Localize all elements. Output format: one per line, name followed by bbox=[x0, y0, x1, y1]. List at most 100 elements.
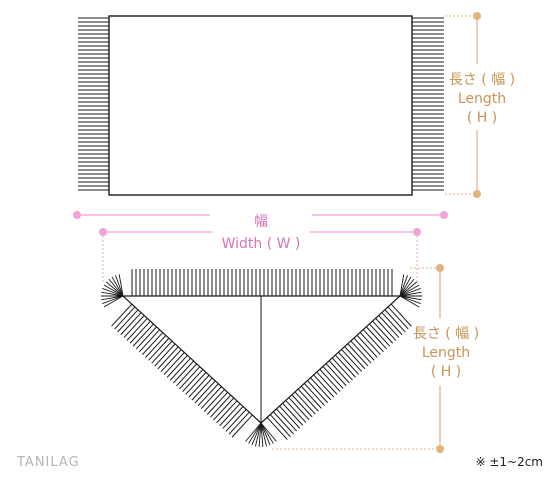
fringe-strand bbox=[225, 409, 247, 432]
fringe-strand bbox=[399, 295, 422, 301]
fringe-strand bbox=[111, 303, 133, 327]
fringe-strand bbox=[294, 391, 316, 415]
fringe-strand bbox=[163, 352, 185, 375]
fringe-strand bbox=[118, 274, 124, 297]
fringe-strand bbox=[291, 394, 313, 418]
fringe-strand bbox=[138, 329, 161, 353]
fringe-strand bbox=[188, 374, 210, 398]
fringe-strand bbox=[154, 343, 176, 367]
fringe-strand bbox=[260, 422, 264, 447]
fringe-strand bbox=[103, 295, 124, 308]
fringe-strand bbox=[399, 275, 408, 297]
fringe-strand bbox=[353, 337, 375, 361]
fringe-strand bbox=[378, 315, 400, 338]
rect-length-label-en: Length bbox=[458, 91, 506, 107]
fringe-strand bbox=[111, 276, 124, 297]
fringe-strand bbox=[120, 312, 142, 336]
fringe-strand bbox=[356, 334, 378, 358]
fringe-strand bbox=[123, 315, 145, 338]
fringe-strand bbox=[303, 383, 325, 406]
fringe-strand bbox=[251, 422, 262, 446]
fringe-strand bbox=[102, 295, 124, 304]
fringe-strand bbox=[362, 329, 384, 353]
rect-length-dimension: 長さ ( 幅 ) Length ( H ) bbox=[445, 12, 515, 198]
fringe-strand bbox=[166, 354, 188, 378]
fringe-strand bbox=[300, 385, 322, 409]
rect-length-label-h: ( H ) bbox=[467, 110, 497, 126]
width-label-en: Width ( W ) bbox=[222, 236, 301, 252]
rectangle-stole bbox=[78, 15, 444, 196]
fringe-strand bbox=[297, 388, 319, 412]
fringe-strand bbox=[331, 357, 353, 381]
rect-stole-body bbox=[108, 15, 413, 196]
fringe-strand bbox=[384, 309, 406, 333]
fringe-strand bbox=[219, 403, 241, 427]
fringe-strand bbox=[328, 360, 350, 384]
fringe-strand bbox=[319, 368, 341, 392]
fringe-strand bbox=[172, 360, 195, 384]
fringe-strand bbox=[231, 414, 253, 438]
width-label-jp: 幅 bbox=[254, 214, 268, 230]
fringe-strand bbox=[399, 284, 420, 297]
fringe-strand bbox=[381, 312, 403, 336]
tri-length-dimension: 長さ ( 幅 ) Length ( H ) bbox=[272, 264, 479, 453]
fringe-strand bbox=[399, 295, 420, 308]
fringe-strand bbox=[151, 340, 173, 364]
fringe-strand bbox=[316, 371, 338, 395]
fringe-strand bbox=[135, 326, 157, 350]
tri-fringe-left bbox=[111, 303, 253, 438]
fringe-strand bbox=[228, 411, 250, 435]
fringe-strand bbox=[260, 422, 271, 446]
fringe-strand bbox=[103, 284, 124, 297]
fringe-strand bbox=[399, 291, 422, 297]
fringe-strand bbox=[399, 288, 421, 297]
fringe-strand bbox=[260, 422, 277, 442]
tri-fringe-top bbox=[131, 269, 393, 296]
fringe-strand bbox=[255, 422, 262, 447]
fringe-strand bbox=[334, 354, 356, 378]
fringe-strand bbox=[142, 332, 164, 355]
fringe-strand bbox=[285, 400, 307, 423]
fringe-strand bbox=[258, 422, 262, 447]
fringe-strand bbox=[399, 281, 418, 297]
tri-length-label-en: Length bbox=[422, 345, 470, 361]
fringe-strand bbox=[369, 323, 391, 347]
fringe-strand bbox=[350, 340, 372, 364]
fringe-strand bbox=[341, 349, 363, 372]
fringe-strand bbox=[206, 391, 229, 415]
fringe-strand bbox=[191, 377, 213, 401]
fringe-strand bbox=[344, 346, 366, 370]
rect-fringe-right bbox=[412, 17, 444, 191]
fringe-strand bbox=[276, 408, 298, 432]
rect-length-label-jp: 長さ ( 幅 ) bbox=[449, 72, 515, 88]
tolerance-note: ※ ±1~2cm bbox=[475, 455, 543, 469]
fringe-strand bbox=[203, 389, 225, 412]
tri-fringe-right bbox=[266, 303, 412, 440]
fringe-strand bbox=[313, 374, 335, 398]
fringe-strand bbox=[399, 274, 405, 297]
fringe-strand bbox=[157, 346, 179, 370]
fringe-strand bbox=[115, 275, 124, 297]
fringe-strand bbox=[160, 349, 182, 373]
fringe-strand bbox=[194, 380, 216, 404]
fringe-strand bbox=[399, 295, 421, 304]
fringe-strand bbox=[279, 405, 301, 429]
fringe-strand bbox=[216, 400, 238, 424]
fringe-strand bbox=[108, 278, 124, 297]
fringe-strand bbox=[222, 406, 244, 429]
fringe-strand bbox=[310, 377, 332, 401]
fringe-strand bbox=[260, 422, 267, 447]
width-dimension: 幅 Width ( W ) bbox=[73, 211, 448, 282]
tri-corner-tassels bbox=[101, 274, 422, 447]
fringe-strand bbox=[114, 306, 136, 330]
fringe-strand bbox=[338, 351, 360, 375]
fringe-strand bbox=[101, 291, 124, 297]
fringe-strand bbox=[213, 397, 235, 421]
fringe-strand bbox=[288, 397, 310, 421]
fringe-strand bbox=[105, 281, 124, 297]
fringe-strand bbox=[269, 414, 291, 438]
fringe-strand bbox=[185, 372, 207, 395]
fringe-strand bbox=[375, 317, 397, 341]
fringe-strand bbox=[260, 422, 274, 444]
